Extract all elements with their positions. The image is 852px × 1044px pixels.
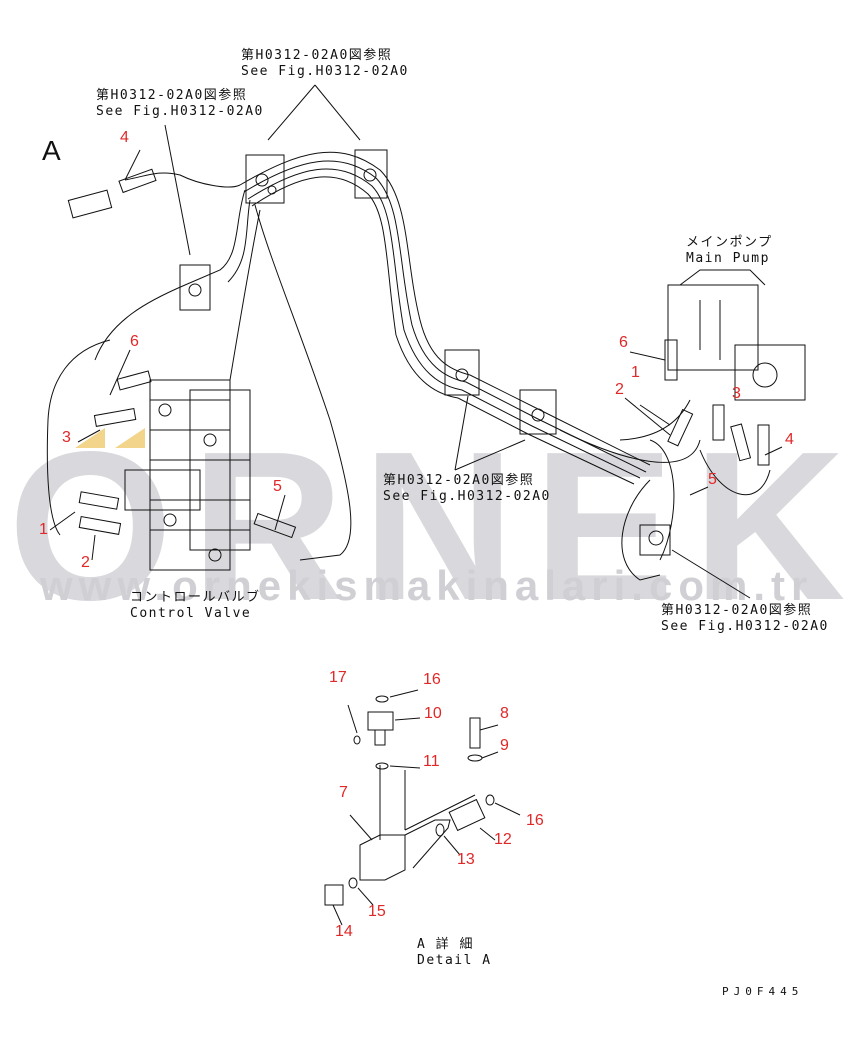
- label-jp: A 詳 細: [417, 937, 474, 952]
- callout: 2: [615, 381, 624, 398]
- callout: 3: [62, 429, 71, 446]
- drawing-code: PJ0F445: [722, 985, 804, 998]
- label-en: Main Pump: [686, 251, 770, 266]
- leader-lines: [49, 84, 783, 599]
- main-pump-body: [667, 269, 806, 401]
- callout: 10: [424, 705, 442, 722]
- hose-fittings: [67, 168, 770, 539]
- callout: 8: [500, 705, 509, 722]
- callout: 17: [329, 669, 347, 686]
- callout: 1: [39, 521, 48, 538]
- callout: 7: [339, 784, 348, 801]
- detail-a-assembly: [324, 695, 495, 906]
- callout: 16: [526, 812, 544, 829]
- reference-jp: 第H0312-02A0図参照: [96, 88, 248, 103]
- reference-en: See Fig.H0312-02A0: [96, 104, 264, 119]
- callout: 9: [500, 737, 509, 754]
- callout: 14: [335, 923, 353, 940]
- callout: 13: [457, 851, 475, 868]
- clamp-brackets: [179, 149, 671, 556]
- watermark-url: www.ornekismakinalari.com.tr: [40, 562, 814, 609]
- reference-en: See Fig.H0312-02A0: [241, 64, 409, 79]
- callout: 4: [120, 129, 129, 146]
- callout: 5: [273, 478, 282, 495]
- reference-jp: 第H0312-02A0図参照: [383, 473, 535, 488]
- callout: 15: [368, 903, 386, 920]
- callout: 2: [81, 554, 90, 571]
- control-valve-body: [124, 379, 251, 571]
- label-en: Control Valve: [130, 606, 252, 621]
- callout: 6: [130, 333, 139, 350]
- reference-en: See Fig.H0312-02A0: [383, 489, 551, 504]
- label-en: Detail A: [417, 953, 492, 968]
- callout: 12: [494, 831, 512, 848]
- callout: 5: [708, 471, 717, 488]
- label-jp: メインポンプ: [686, 235, 773, 250]
- view-marker-a: A: [42, 135, 61, 166]
- callout: 1: [631, 364, 640, 381]
- label-jp: コントロールバルブ: [130, 590, 261, 605]
- callout: 6: [619, 334, 628, 351]
- pipe-bundle: [46, 151, 771, 581]
- callout: 11: [423, 753, 440, 770]
- callout: 3: [732, 385, 741, 402]
- reference-jp: 第H0312-02A0図参照: [241, 48, 393, 63]
- reference-en: See Fig.H0312-02A0: [661, 619, 829, 634]
- callout: 16: [423, 671, 441, 688]
- watermark-accent: [75, 428, 145, 448]
- watermark-brand: ORNEK: [8, 407, 852, 644]
- detail-leader-lines: [332, 689, 521, 926]
- callout: 4: [785, 431, 794, 448]
- reference-jp: 第H0312-02A0図参照: [661, 603, 813, 618]
